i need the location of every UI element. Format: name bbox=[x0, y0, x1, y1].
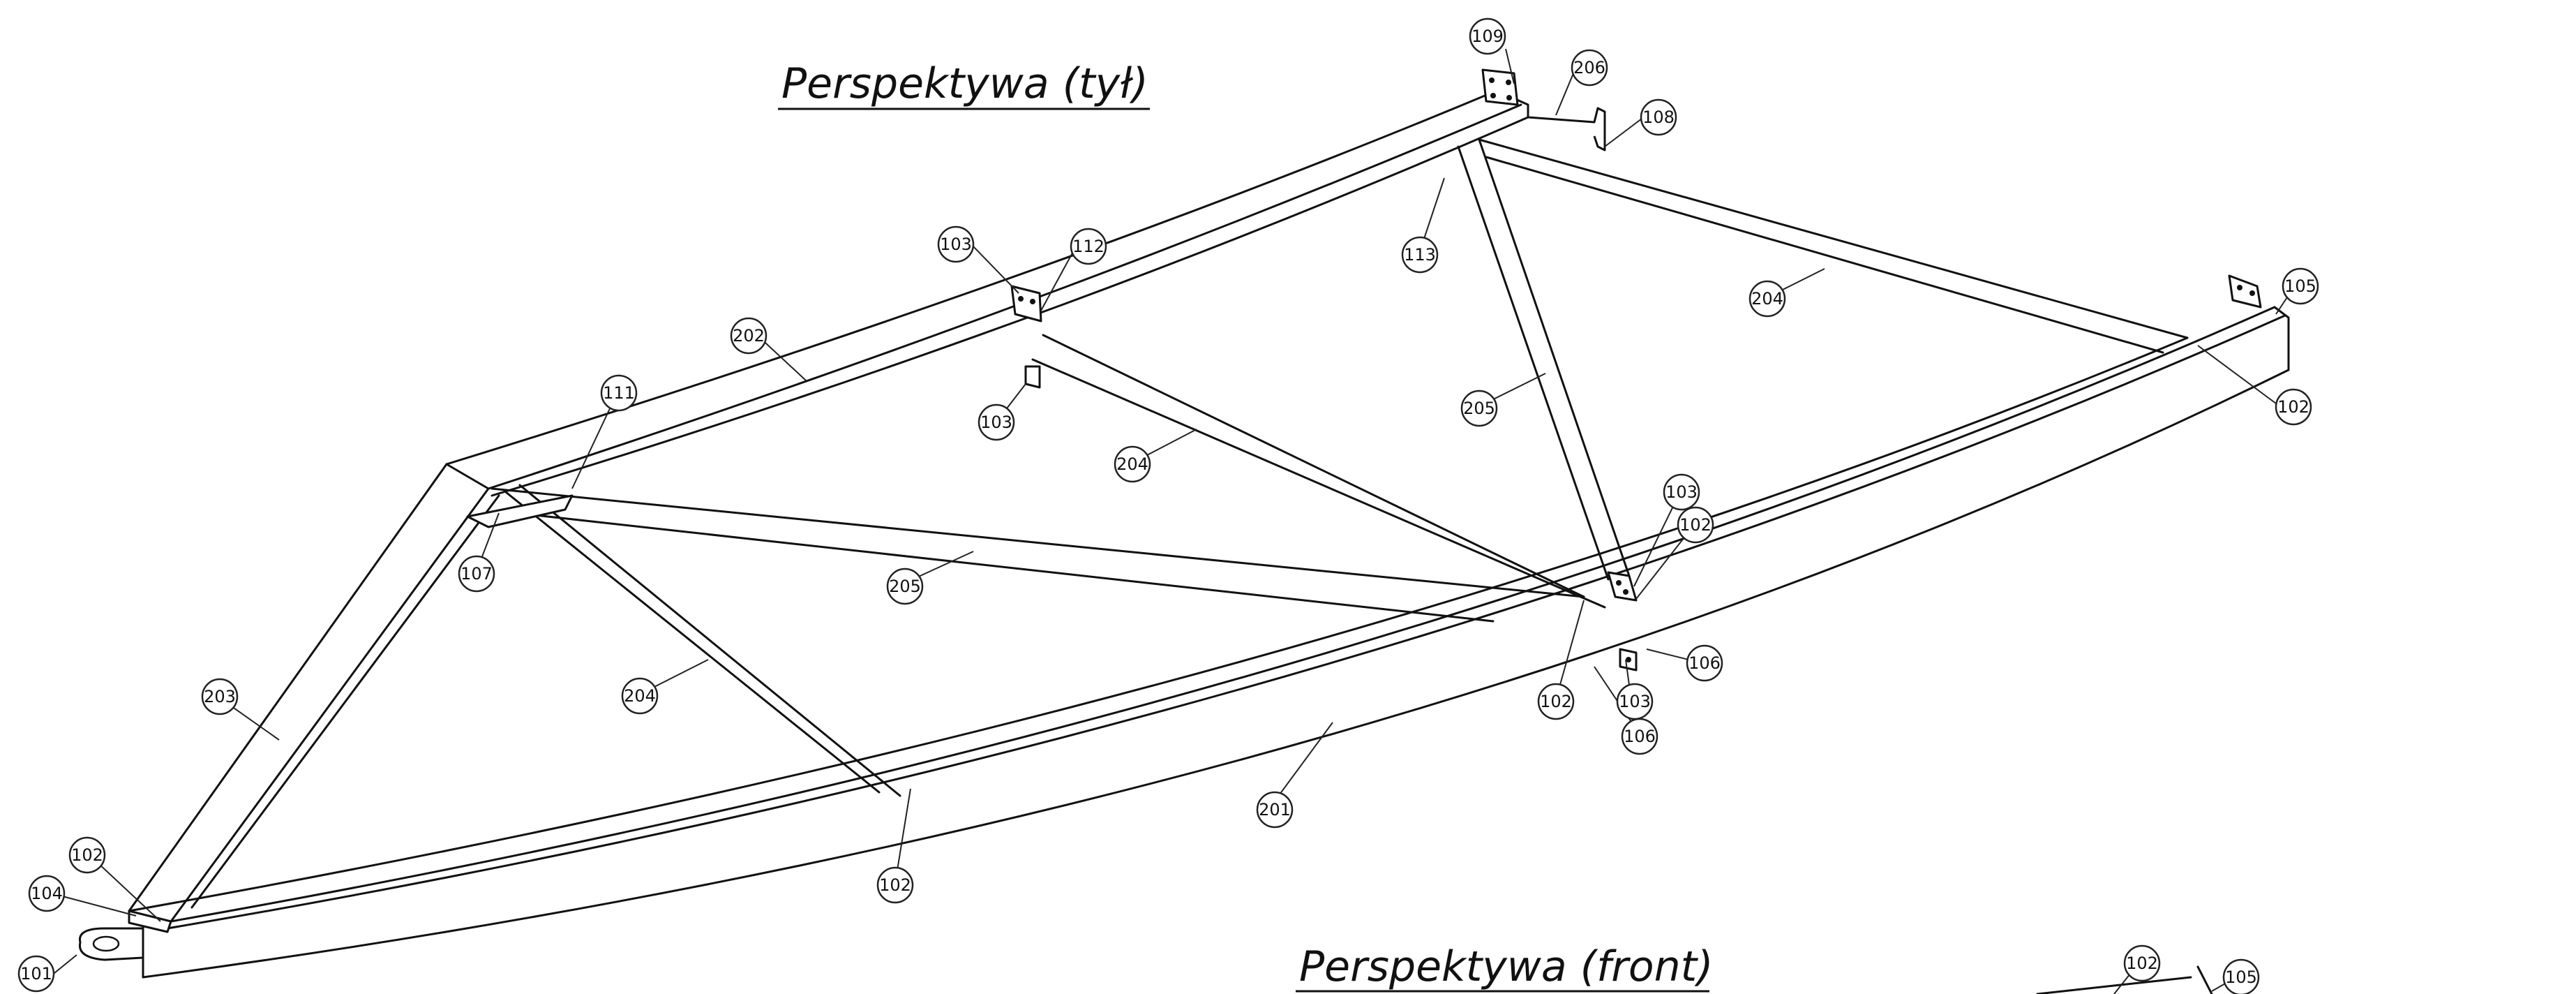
lug-101 bbox=[78, 927, 144, 961]
balloon-103-d-label: 103 bbox=[1619, 692, 1651, 711]
balloon-102-c-label: 102 bbox=[1540, 692, 1572, 711]
plate-103-mid bbox=[1010, 285, 1042, 389]
title-front-view: Perspektywa (front) bbox=[1296, 942, 1714, 993]
beam-204-right bbox=[1478, 138, 2189, 354]
balloon-113: 113 bbox=[1401, 236, 1439, 274]
beam-205-right bbox=[1457, 138, 1631, 581]
balloon-102-a-label: 102 bbox=[2277, 397, 2309, 417]
balloon-103-c-label: 103 bbox=[1665, 482, 1698, 502]
balloon-103-b-label: 103 bbox=[980, 413, 1012, 432]
balloon-101-label: 101 bbox=[20, 964, 52, 984]
balloon-206: 206 bbox=[1571, 49, 1608, 87]
front-view-fragment bbox=[2036, 965, 2213, 994]
balloon-102-d: 102 bbox=[876, 866, 914, 904]
balloon-201: 201 bbox=[1256, 791, 1294, 829]
plate-105 bbox=[2228, 274, 2262, 309]
balloon-112-label: 112 bbox=[1072, 237, 1104, 256]
balloon-102-e-label: 102 bbox=[71, 845, 103, 865]
beam-205-long bbox=[491, 487, 1585, 623]
balloon-106-b: 106 bbox=[1621, 718, 1658, 755]
balloon-102-c: 102 bbox=[1537, 683, 1575, 720]
title-front-text: Perspektywa (front) bbox=[1299, 942, 1714, 991]
balloon-113-label: 113 bbox=[1404, 245, 1436, 265]
balloon-102-e: 102 bbox=[68, 836, 106, 874]
beam-204-left bbox=[504, 484, 901, 797]
balloon-204-b-label: 204 bbox=[1116, 454, 1148, 474]
balloon-204-b: 204 bbox=[1114, 445, 1151, 483]
balloon-101: 101 bbox=[17, 955, 55, 993]
balloon-106-b-label: 106 bbox=[1624, 727, 1656, 746]
beam-203 bbox=[128, 463, 500, 923]
balloon-103-c: 103 bbox=[1663, 473, 1700, 511]
balloon-108: 108 bbox=[1640, 98, 1677, 136]
balloon-104-label: 104 bbox=[31, 884, 63, 903]
balloon-204-c: 204 bbox=[621, 677, 659, 715]
balloon-102-b: 102 bbox=[1677, 506, 1714, 544]
bracket-107 bbox=[466, 494, 574, 528]
balloon-105-b-label: 105 bbox=[2225, 967, 2257, 987]
parts bbox=[78, 68, 2262, 961]
balloon-112: 112 bbox=[1070, 228, 1107, 265]
balloon-203: 203 bbox=[201, 678, 239, 715]
balloon-102-f-label: 102 bbox=[2126, 954, 2158, 973]
beam-204-middle bbox=[1031, 334, 1606, 609]
balloon-102-a: 102 bbox=[2275, 388, 2312, 426]
balloon-201-label: 201 bbox=[1259, 800, 1291, 819]
balloon-204-a-label: 204 bbox=[1751, 289, 1783, 309]
balloon-106-a: 106 bbox=[1686, 644, 1723, 682]
balloon-106-a-label: 106 bbox=[1688, 653, 1721, 673]
beam-201 bbox=[128, 306, 2290, 979]
balloon-109-label: 109 bbox=[1472, 27, 1504, 46]
balloon-111: 111 bbox=[600, 374, 638, 412]
balloon-103-d: 103 bbox=[1616, 683, 1654, 720]
title-back-view: Perspektywa (tył) bbox=[778, 59, 1150, 110]
balloon-205-b: 205 bbox=[886, 568, 924, 605]
balloon-103-a-label: 103 bbox=[940, 235, 972, 254]
balloon-108-label: 108 bbox=[1642, 107, 1675, 127]
balloon-205-b-label: 205 bbox=[889, 577, 921, 596]
balloon-102-d-label: 102 bbox=[879, 875, 911, 895]
balloon-205-a-label: 205 bbox=[1463, 399, 1495, 418]
balloon-109: 109 bbox=[1469, 17, 1506, 55]
balloon-206-label: 206 bbox=[1573, 58, 1605, 77]
title-back-text: Perspektywa (tył) bbox=[781, 59, 1148, 108]
balloon-103-b: 103 bbox=[978, 403, 1015, 441]
balloon-204-c-label: 204 bbox=[624, 686, 656, 706]
frame-structure bbox=[128, 89, 2290, 994]
balloon-102-b-label: 102 bbox=[1679, 515, 1712, 535]
balloon-203-label: 203 bbox=[204, 687, 236, 706]
balloon-204-a: 204 bbox=[1748, 280, 1786, 318]
balloon-107-label: 107 bbox=[460, 564, 493, 584]
balloon-105-a: 105 bbox=[2282, 267, 2319, 305]
balloon-205-a: 205 bbox=[1460, 390, 1498, 427]
balloon-103-a: 103 bbox=[937, 225, 975, 263]
leader-lines bbox=[36, 48, 2298, 994]
balloon-202: 202 bbox=[730, 317, 767, 355]
balloon-104: 104 bbox=[28, 875, 66, 912]
balloon-107: 107 bbox=[458, 555, 495, 593]
balloon-202-label: 202 bbox=[733, 326, 765, 346]
balloon-105-b: 105 bbox=[2222, 958, 2260, 994]
balloon-105-a-label: 105 bbox=[2284, 276, 2316, 296]
balloon-102-f: 102 bbox=[2123, 944, 2161, 982]
plate-center-node bbox=[1607, 571, 1638, 672]
plate-109 bbox=[1481, 68, 1519, 106]
balloon-111-label: 111 bbox=[603, 383, 635, 403]
bracket-108 bbox=[1527, 107, 1606, 151]
